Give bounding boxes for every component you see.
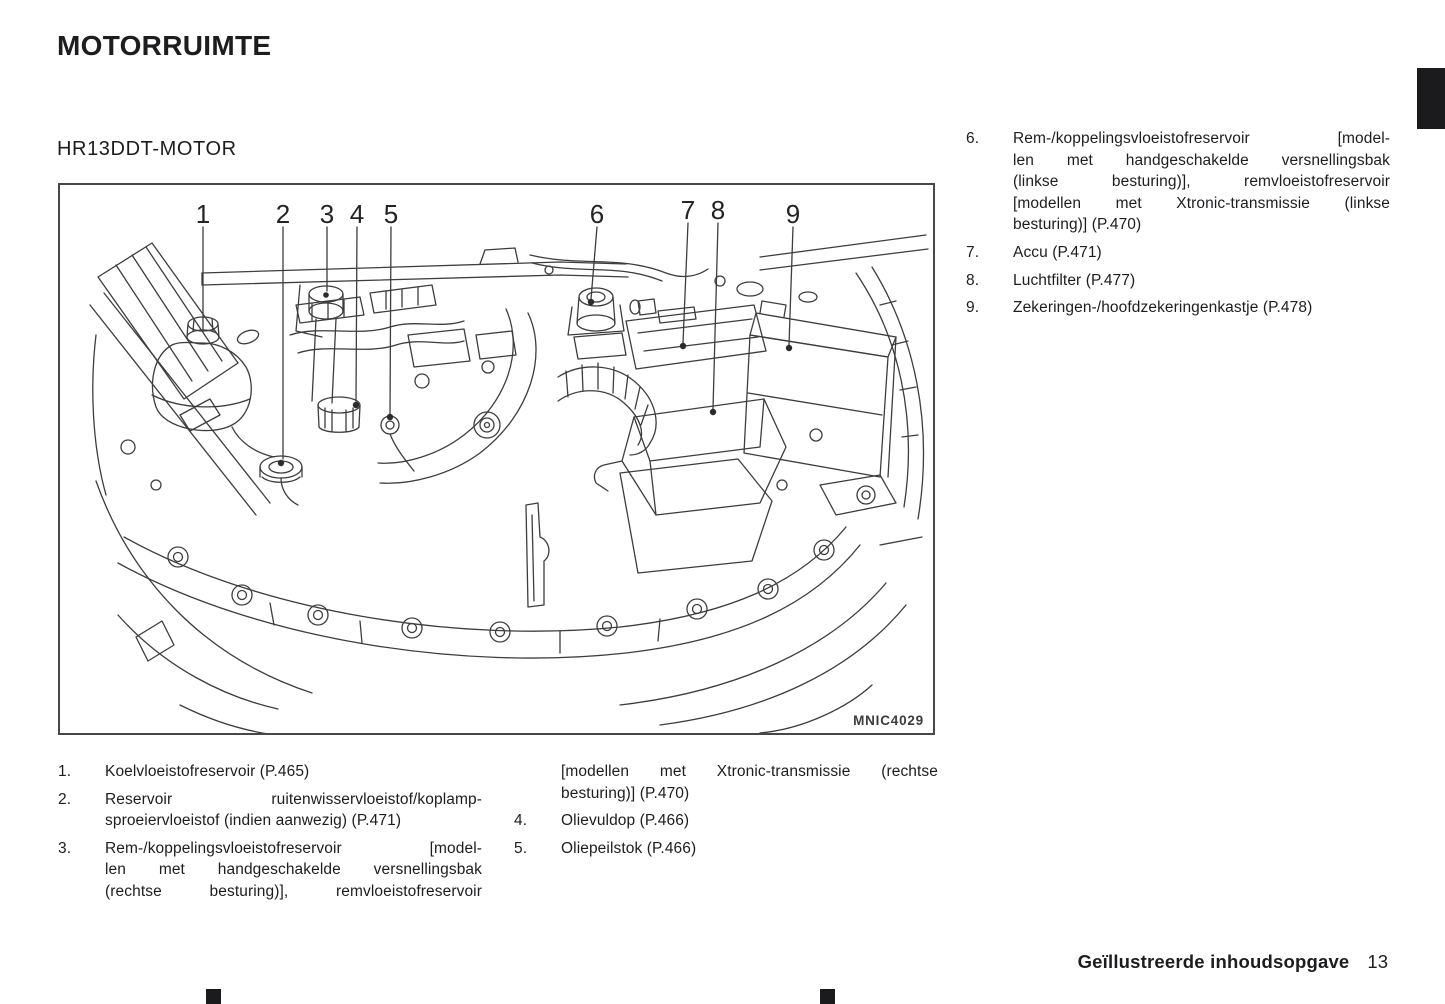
legend-item: 4. Olievuldop (P.466) — [514, 810, 938, 832]
engine-diagram-illustration: 1 2 3 4 5 6 7 8 9 — [89, 195, 929, 733]
section-index-tab — [1417, 68, 1445, 129]
legend-item-text: Rem-/koppelingsvloeistofreservoir [model… — [1013, 130, 1390, 234]
legend-item-number: 6. — [966, 130, 980, 147]
page-title: MOTORRUIMTE — [57, 30, 272, 61]
legend-item: 7. Accu (P.471) — [966, 242, 1390, 264]
section-title: HR13DDT-MOTOR — [57, 138, 237, 160]
legend-item-text: Reservoir ruitenwisservloeistof/koplamp-… — [105, 790, 482, 830]
legend-item-number: 3. — [58, 839, 72, 857]
footer-page-number: 13 — [1367, 951, 1388, 972]
legend-item-number: 7. — [966, 243, 980, 261]
legend-item-number: 8. — [966, 271, 980, 289]
legend-item-number: 1. — [58, 763, 72, 780]
callout-number-8: 8 — [711, 195, 725, 225]
legend-item: 8. Luchtfilter (P.477) — [966, 270, 1390, 292]
legend-item: 1. Koelvloeistofreservoir (P.465) — [58, 761, 482, 783]
callout-number-3: 3 — [320, 199, 334, 229]
callout-number-6: 6 — [590, 199, 604, 229]
legend-item: 6. Rem-/koppelingsvloeistofreservoir [mod… — [966, 128, 1390, 236]
legend-item-number — [514, 761, 561, 804]
legend-item: 9. Zekeringen-/hoofdzekeringenkastje (P.4… — [966, 297, 1390, 319]
callout-number-7: 7 — [681, 195, 695, 225]
legend-item-text: [modellen met Xtronic-transmissie (recht… — [561, 763, 938, 802]
callout-number-5: 5 — [384, 199, 398, 229]
legend-item: [modellen met Xtronic-transmissie (recht… — [514, 761, 938, 804]
callout-number-1: 1 — [196, 199, 210, 229]
legend-item: 5. Oliepeilstok (P.466) — [514, 838, 938, 860]
page-footer: Geïllustreerde inhoudsopgave 13 — [1078, 951, 1388, 973]
legend-item-number: 9. — [966, 299, 980, 317]
footer-section-label: Geïllustreerde inhoudsopgave — [1077, 951, 1350, 972]
legend-item: 3. Rem-/koppelingsvloeistofreservoir [mod… — [58, 838, 482, 903]
legend-item-text: Rem-/koppelingsvloeistofreservoir [model… — [105, 839, 482, 900]
legend-right-column: 6. Rem-/koppelingsvloeistofreservoir [mod… — [966, 128, 1390, 325]
legend-item: 2. Reservoir ruitenwisservloeistof/koplam… — [58, 789, 482, 832]
legend-item-text: Luchtfilter (P.477) — [1013, 271, 1136, 289]
legend-middle-column: [modellen met Xtronic-transmissie (recht… — [514, 761, 938, 865]
print-registration-mark — [820, 989, 835, 1004]
legend-item-number: 5. — [514, 839, 528, 857]
legend-item-text: Oliepeilstok (P.466) — [561, 839, 697, 857]
legend-left-column: 1. Koelvloeistofreservoir (P.465) 2. Reserv… — [58, 761, 482, 909]
callout-number-2: 2 — [276, 199, 290, 229]
legend-item-text: Accu (P.471) — [1013, 243, 1102, 261]
callout-number-9: 9 — [786, 199, 800, 229]
callout-number-4: 4 — [350, 199, 364, 229]
engine-compartment-figure: 1 2 3 4 5 6 7 8 9 MNIC4029 — [58, 183, 935, 735]
legend-item-text: Koelvloeistofreservoir (P.465) — [105, 763, 310, 780]
legend-item-text: Zekeringen-/hoofdzekeringenkastje (P.478… — [1013, 299, 1313, 317]
print-registration-mark — [206, 989, 221, 1004]
legend-item-number: 4. — [514, 812, 528, 830]
legend-item-text: Olievuldop (P.466) — [561, 812, 690, 830]
figure-code: MNIC4029 — [853, 713, 924, 728]
legend-item-number: 2. — [58, 790, 72, 808]
